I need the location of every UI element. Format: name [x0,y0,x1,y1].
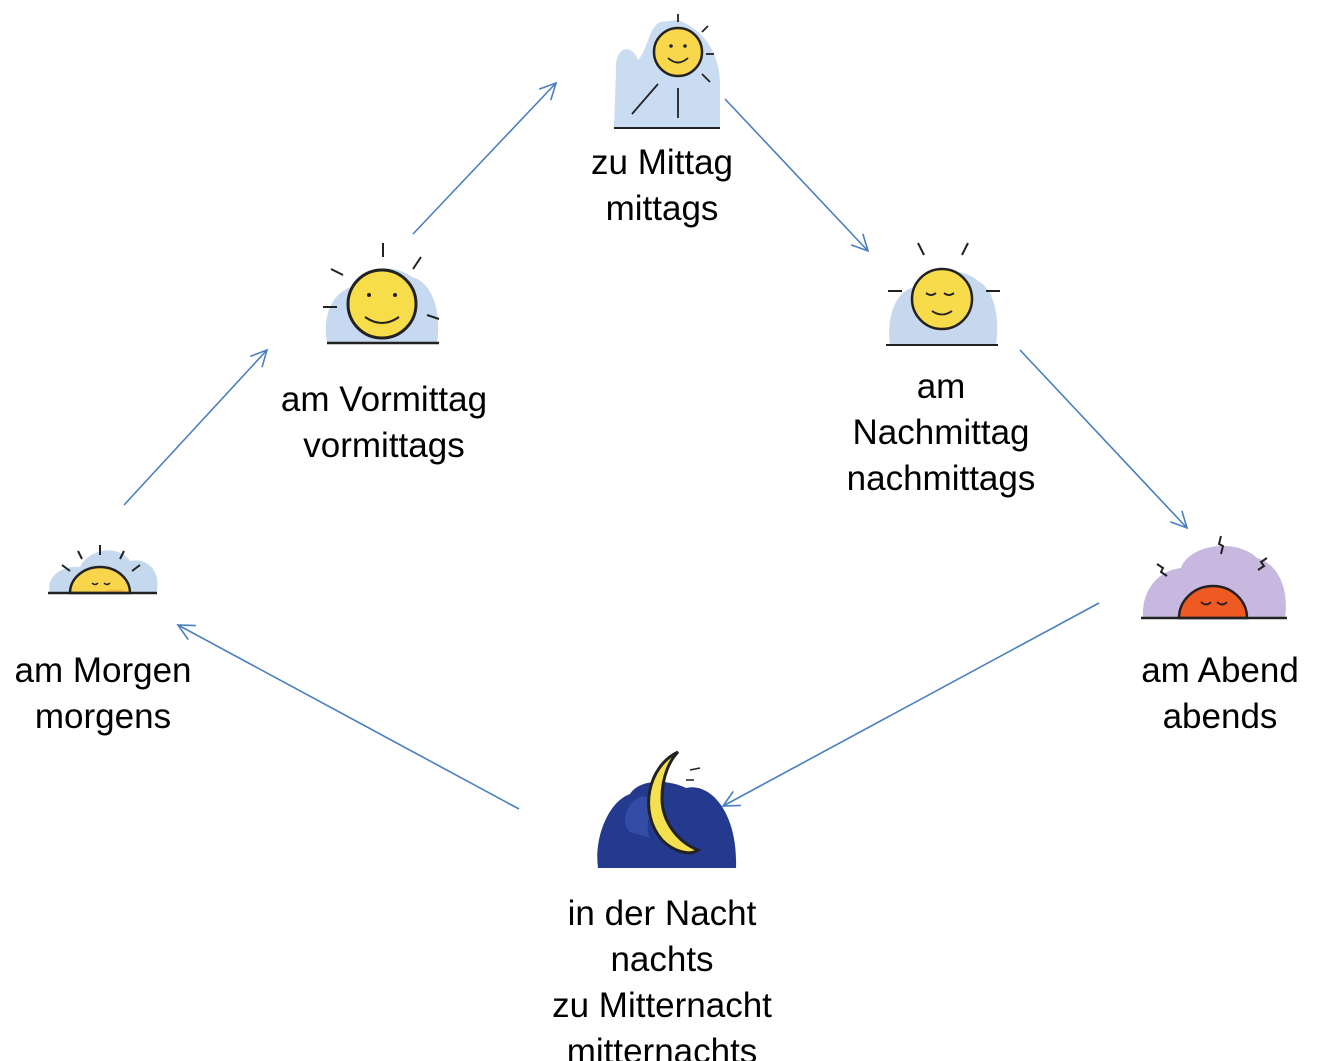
label-line: mittags [605,189,719,228]
label-morgen: am Morgen morgens [14,648,191,740]
label-line: abends [1162,697,1278,736]
sunset-icon [1141,535,1287,620]
label-line: nachmittags [846,459,1036,498]
label-nachmittag: am Nachmittag nachmittags [847,364,1036,502]
arrow-nacht-to-morgen [176,624,520,810]
morning-sun-icon [323,243,440,345]
label-line: zu Mittag [591,143,733,182]
label-line: in der Nacht [567,894,757,933]
label-nacht: in der Nacht nachts zu Mitternacht mitte… [552,891,772,1061]
label-line: vormittags [303,426,465,465]
label-line: morgens [34,697,172,736]
label-abend: am Abend abends [1141,648,1299,740]
moon-icon [597,750,737,868]
label-line: am Morgen [14,651,192,690]
arrow-nachmittag-to-abend [1019,349,1189,530]
arrow-abend-to-nacht [721,602,1100,807]
afternoon-sun-icon [886,242,1000,346]
label-vormittag: am Vormittag vormittags [281,377,487,469]
label-line: mitternachts [566,1032,758,1061]
arrow-vormittag-to-mittag [412,81,558,235]
label-line: Nachmittag [852,413,1030,452]
label-line: am [916,367,966,406]
noon-sun-icon [614,14,720,129]
label-mittag: zu Mittag mittags [591,140,733,232]
label-line: zu Mitternacht [552,986,772,1025]
label-line: am Vormittag [280,380,488,419]
sunrise-icon [48,545,158,595]
label-line: am Abend [1141,651,1299,690]
label-line: nachts [610,940,714,979]
arrow-morgen-to-vormittag [123,348,269,506]
arrow-mittag-to-nachmittag [724,98,870,253]
